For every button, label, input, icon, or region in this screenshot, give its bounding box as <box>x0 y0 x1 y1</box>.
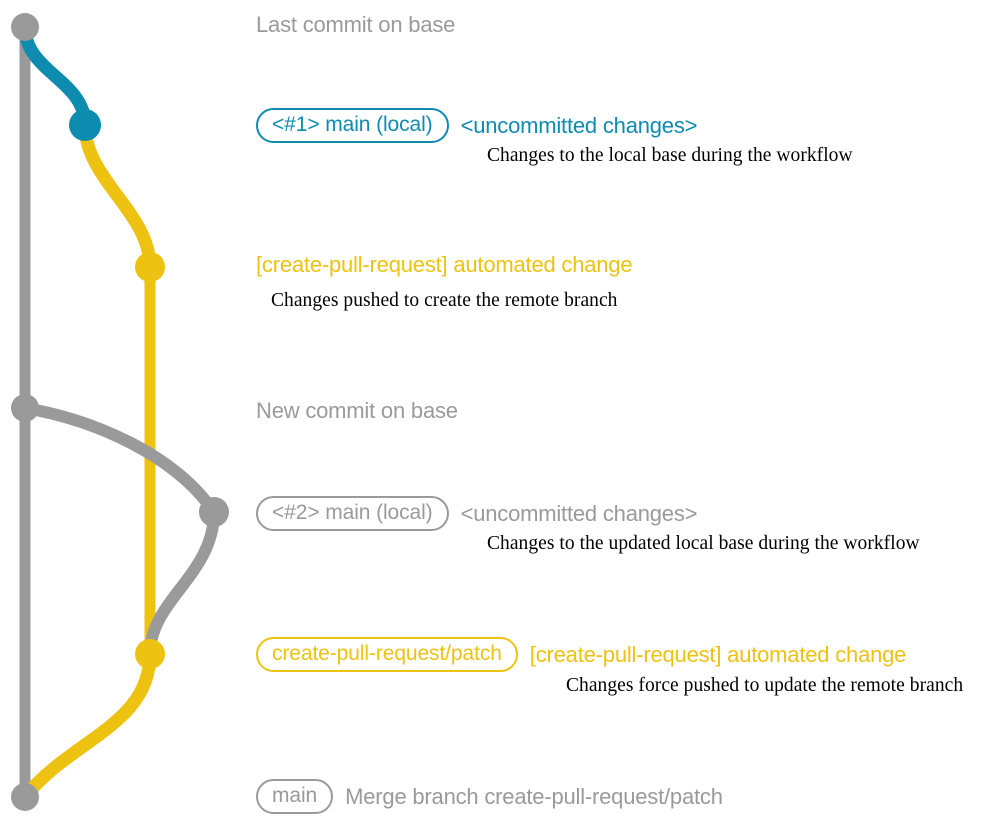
node-local-2[interactable] <box>199 497 229 527</box>
row-automated-2: create-pull-request/patch [create-pull-r… <box>256 637 907 673</box>
commit-subject-last-commit: Last commit on base <box>256 12 456 37</box>
commit-subject-local-2: <uncommitted changes> <box>460 500 698 526</box>
node-patch-1[interactable] <box>135 252 165 282</box>
edge-patch-2-to-merge <box>18 647 157 804</box>
commit-description-automated-2: Changes force pushed to update the remot… <box>566 675 964 696</box>
node-base-new[interactable] <box>11 394 39 422</box>
row-merge: main Merge branch create-pull-request/pa… <box>256 779 723 815</box>
commit-description-local-1: Changes to the local base during the wor… <box>487 145 853 166</box>
ref-badge-local-2[interactable]: <#2> main (local) <box>256 496 449 532</box>
commit-subject-automated-2: [create-pull-request] automated change <box>529 641 907 667</box>
row-automated-1: [create-pull-request] automated change <box>256 252 633 278</box>
commit-subject-new-commit: New commit on base <box>256 398 458 423</box>
commit-subject-automated-1: [create-pull-request] automated change <box>256 252 633 277</box>
commit-subject-merge: Merge branch create-pull-request/patch <box>345 783 723 809</box>
node-patch-2[interactable] <box>135 639 165 669</box>
edge-local-2-branch <box>19 402 220 518</box>
edge-local-2-to-patch-2 <box>144 506 220 660</box>
row-last-commit: Last commit on base <box>256 12 455 38</box>
node-local-1[interactable] <box>69 109 101 141</box>
ref-badge-local-1[interactable]: <#1> main (local) <box>256 108 449 144</box>
node-base-head[interactable] <box>11 13 39 41</box>
row-local-1: <#1> main (local) <uncommitted changes> <box>256 108 698 144</box>
edge-patch-1-branch <box>78 118 157 274</box>
ref-badge-patch-branch[interactable]: create-pull-request/patch <box>256 637 518 673</box>
commit-subject-local-1: <uncommitted changes> <box>460 112 698 138</box>
commit-graph <box>11 13 229 811</box>
ref-badge-main[interactable]: main <box>256 779 334 815</box>
commit-description-local-2: Changes to the updated local base during… <box>487 533 920 554</box>
row-local-2: <#2> main (local) <uncommitted changes> <box>256 496 698 532</box>
node-merge[interactable] <box>11 783 39 811</box>
row-new-commit: New commit on base <box>256 398 458 424</box>
commit-description-automated-1: Changes pushed to create the remote bran… <box>271 290 618 311</box>
